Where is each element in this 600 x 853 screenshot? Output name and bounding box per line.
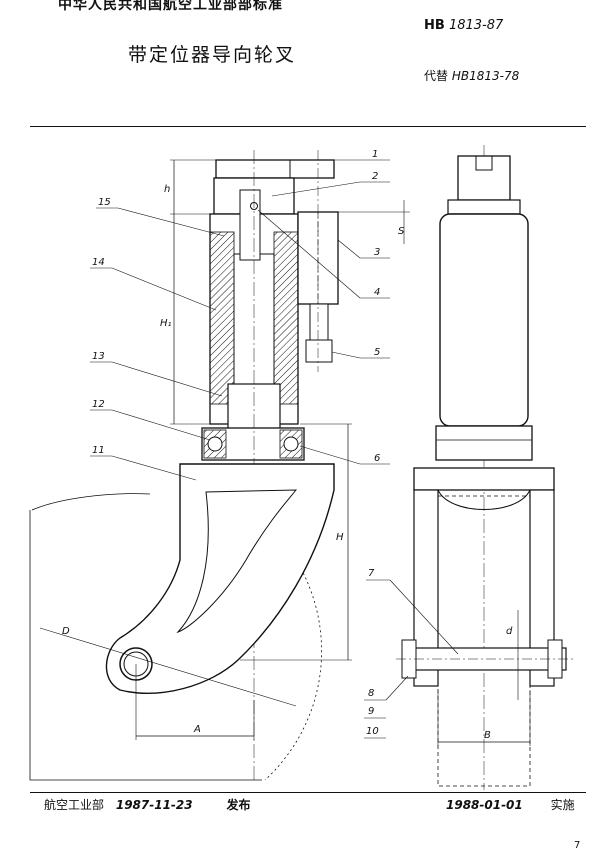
standard-prefix: HB bbox=[424, 18, 445, 33]
callout-11: 11 bbox=[92, 445, 105, 456]
header-divider bbox=[30, 126, 586, 127]
callout-14: 14 bbox=[92, 257, 105, 268]
wheel-outline bbox=[264, 559, 322, 781]
dim-a: A bbox=[193, 724, 201, 735]
top-cap bbox=[215, 159, 335, 179]
replaces-label: 代替 bbox=[424, 69, 449, 83]
standard-number: 1813-87 bbox=[448, 18, 504, 33]
dim-big-h: H bbox=[336, 532, 344, 543]
standard-code: HB 1813-87 bbox=[424, 18, 503, 33]
dim-h1: H₁ bbox=[160, 318, 172, 329]
wheel-outline-left bbox=[31, 493, 151, 511]
callout-4: 4 bbox=[374, 287, 380, 298]
callout-13: 13 bbox=[92, 351, 105, 362]
callout-12: 12 bbox=[92, 399, 105, 410]
side-top-cap bbox=[457, 155, 511, 201]
page-number: 7 bbox=[574, 840, 581, 851]
effective-label: 实施 bbox=[550, 798, 575, 812]
callout-6: 6 bbox=[374, 453, 380, 464]
callout-7: 7 bbox=[368, 568, 375, 579]
callout-9: 9 bbox=[368, 706, 374, 717]
callout-1: 1 bbox=[372, 149, 378, 160]
callout-15: 15 bbox=[98, 197, 111, 208]
dim-b: B bbox=[484, 730, 491, 741]
issuer: 航空工业部 bbox=[44, 798, 105, 812]
engineering-drawing: h H₁ H S A D 15 14 13 12 11 1 2 3 4 5 bbox=[29, 145, 576, 790]
replaces-code: HB1813-78 bbox=[451, 69, 520, 83]
callout-5: 5 bbox=[374, 347, 380, 358]
issue-label: 发布 bbox=[226, 798, 251, 812]
dim-h: h bbox=[164, 184, 170, 195]
callout-8: 8 bbox=[368, 688, 374, 699]
dim-d-small: d bbox=[506, 626, 513, 637]
effective-date: 1988-01-01 bbox=[446, 798, 523, 812]
footer-effective: 1988-01-01 实施 bbox=[446, 796, 575, 813]
dim-d-large: D bbox=[62, 626, 70, 637]
footer-issue: 航空工业部 1987-11-23 发布 bbox=[44, 796, 250, 813]
document-title: 带定位器导向轮叉 bbox=[128, 44, 297, 66]
replaces-note: 代替 HB1813-78 bbox=[424, 67, 519, 84]
organization-title: 中华人民共和国航空工业部部标准 bbox=[58, 0, 283, 13]
footer-divider bbox=[30, 792, 586, 793]
side-fork bbox=[413, 467, 555, 491]
side-barrel bbox=[439, 213, 529, 427]
callout-2: 2 bbox=[372, 171, 378, 182]
callout-10: 10 bbox=[366, 726, 379, 737]
dim-s: S bbox=[398, 226, 405, 237]
issue-date: 1987-11-23 bbox=[115, 798, 193, 812]
callout-3: 3 bbox=[374, 247, 380, 258]
